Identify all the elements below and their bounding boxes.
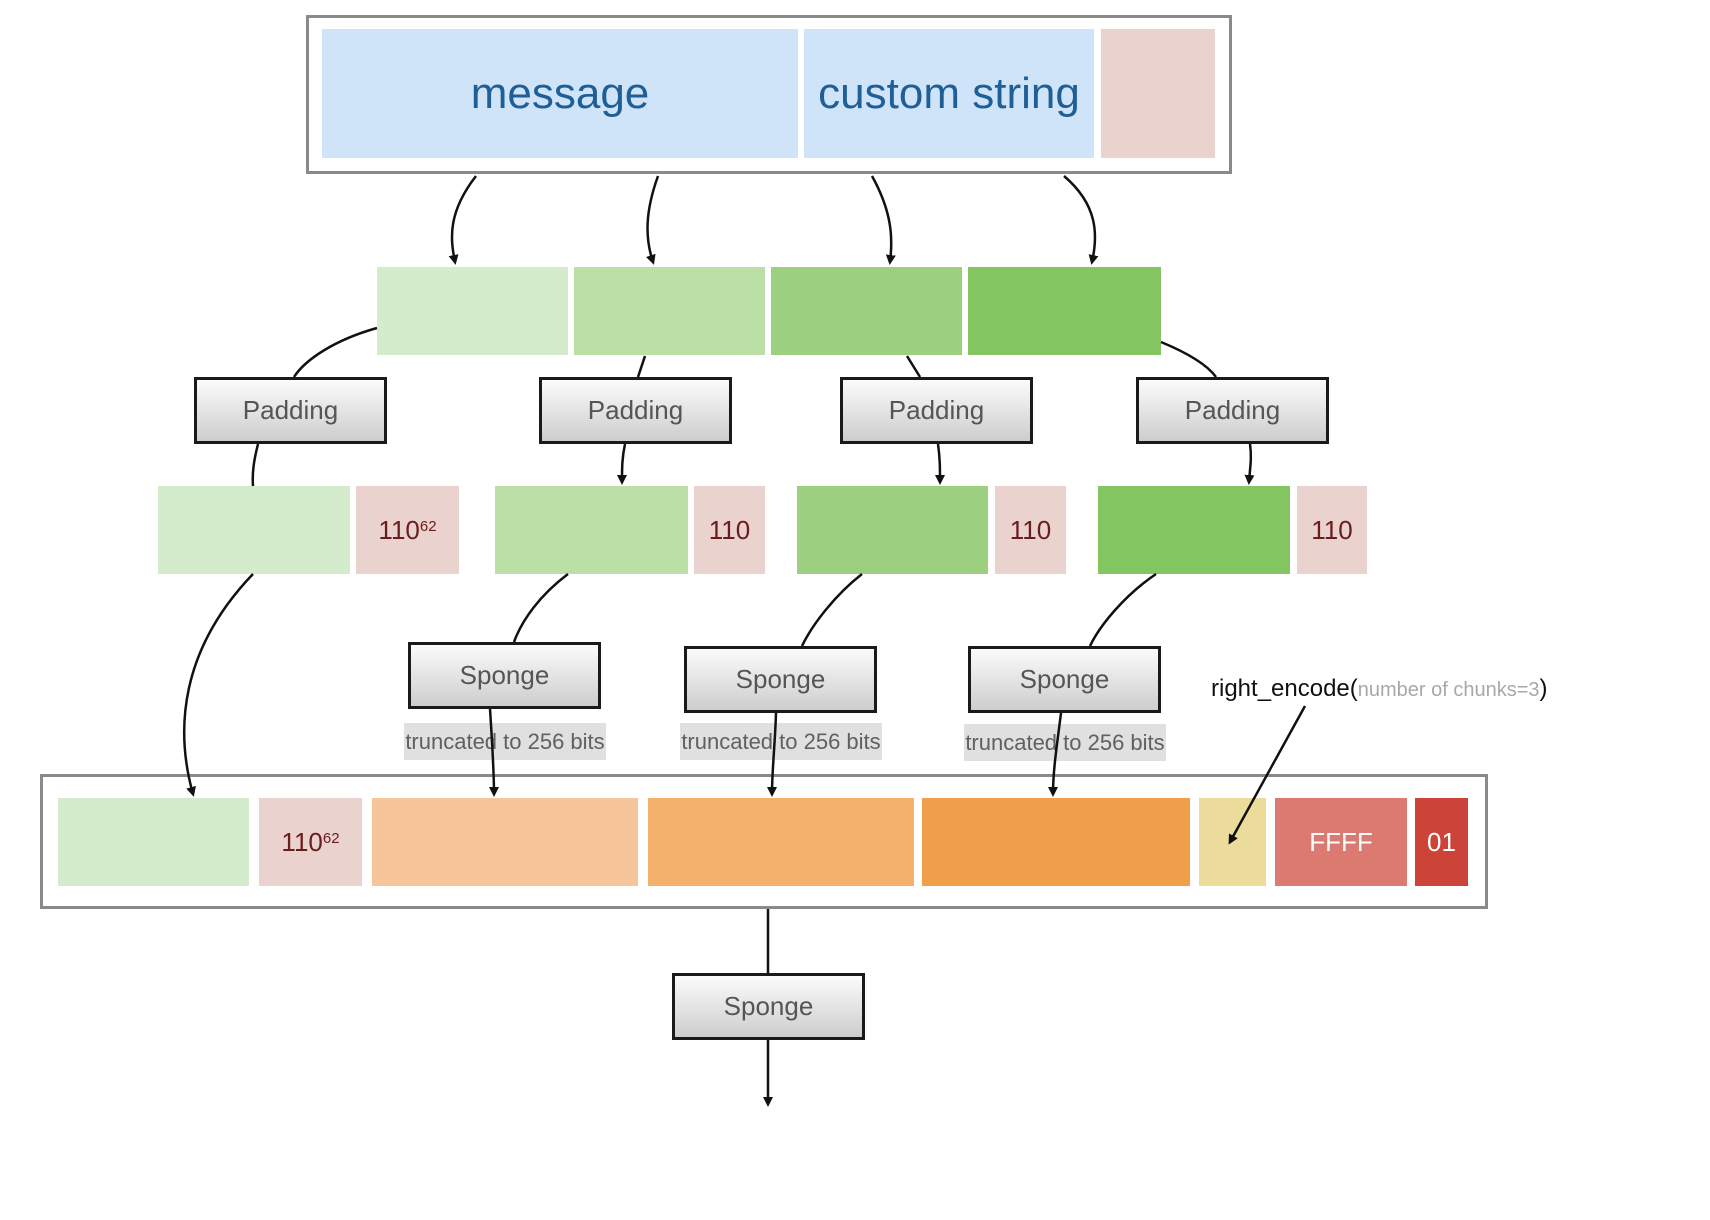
right-encode-close: ): [1539, 675, 1548, 702]
arrow-sponge-2-final: [767, 712, 778, 797]
arrow-sponge-3-final: [1048, 712, 1063, 797]
ffff-block: FFFF: [1275, 798, 1407, 886]
input-padding-block: [1101, 29, 1215, 158]
padding-label: Padding: [242, 395, 339, 425]
line-padded-3-sponge: [800, 573, 863, 647]
right-encode-func: right_encode(: [1211, 675, 1358, 702]
padding-label: Padding: [587, 395, 684, 425]
custom-string-block: custom string: [804, 29, 1094, 158]
ffff-label: FFFF: [1309, 826, 1373, 857]
arrow-input-chunk-2: [646, 175, 660, 265]
padded-chunk-3: [797, 486, 988, 574]
chunk-block-2: [574, 267, 765, 355]
hash-block-2: [648, 798, 914, 886]
arrow-padding-4-padded: [1244, 443, 1255, 485]
padding-box-4: Padding: [1136, 377, 1329, 444]
padding-box-1: Padding: [194, 377, 387, 444]
arrow-input-chunk-4: [1063, 175, 1099, 265]
truncated-label-3: truncated to 256 bits: [964, 724, 1166, 761]
right-encode-arg: number of chunks=3: [1357, 679, 1540, 701]
arrow-sponge-1-final: [488, 708, 499, 797]
line-padded-2-sponge: [512, 573, 569, 643]
padding-box-3: Padding: [840, 377, 1033, 444]
arrow-padding-2-padded: [617, 443, 628, 485]
custom-string-label: custom string: [818, 68, 1080, 118]
line-padded-4-sponge: [1088, 572, 1157, 647]
pad-bits-3: 110: [995, 486, 1066, 574]
pad-bits-4: 110: [1297, 486, 1367, 574]
sponge-box-3: Sponge: [968, 646, 1161, 713]
sponge-label: Sponge: [459, 660, 550, 690]
padding-box-2: Padding: [539, 377, 732, 444]
pad-bits-2: 110: [694, 486, 765, 574]
chunk-block-1: [377, 267, 568, 355]
suffix-block: 01: [1415, 798, 1468, 886]
truncated-text: truncated to 256 bits: [405, 728, 605, 754]
final-pad-exponent: 62: [322, 829, 340, 847]
line-chunk-4-padding: [1160, 340, 1218, 378]
sponge-label: Sponge: [723, 991, 814, 1021]
final-pad-base: 110: [281, 826, 323, 857]
arrow-input-chunk-1: [448, 175, 477, 265]
sponge-box-1: Sponge: [408, 642, 601, 709]
line-padding-1-padded: [251, 443, 260, 487]
pad-bits-value: 110: [1009, 514, 1052, 545]
line-chunk-2-padding: [636, 355, 647, 378]
arrow-right-encode: [1228, 705, 1307, 845]
pad-bits-value: 110: [1311, 514, 1353, 545]
pad-bits-base: 110: [378, 514, 420, 545]
truncated-text: truncated to 256 bits: [965, 729, 1165, 755]
sponge-label: Sponge: [735, 664, 826, 694]
final-sponge-box: Sponge: [672, 973, 865, 1040]
padding-label: Padding: [888, 395, 985, 425]
line-chunk-3-padding: [905, 355, 922, 378]
hash-block-3: [922, 798, 1190, 886]
arrow-padding-3-padded: [934, 443, 945, 485]
sponge-label: Sponge: [1019, 664, 1110, 694]
suffix-label: 01: [1427, 826, 1456, 857]
message-label: message: [470, 68, 650, 118]
truncated-text: truncated to 256 bits: [681, 728, 881, 754]
sponge-box-2: Sponge: [684, 646, 877, 713]
pad-bits-exponent: 62: [419, 517, 437, 535]
truncated-label-1: truncated to 256 bits: [404, 723, 606, 760]
padding-label: Padding: [1184, 395, 1281, 425]
padded-chunk-2: [495, 486, 688, 574]
chunk-block-4: [968, 267, 1161, 355]
arrow-padded-1-final: [182, 573, 254, 797]
hash-block-1: [372, 798, 638, 886]
right-encode-annotation: right_encode(number of chunks=3): [1211, 675, 1548, 703]
chunk-block-3: [771, 267, 962, 355]
pad-bits-value: 110: [708, 514, 751, 545]
arrow-input-chunk-3: [870, 175, 896, 265]
padded-chunk-1: [158, 486, 350, 574]
line-chunk-1-padding: [292, 326, 378, 378]
truncated-label-2: truncated to 256 bits: [680, 723, 882, 760]
padded-chunk-4: [1098, 486, 1290, 574]
message-block: message: [322, 29, 798, 158]
final-chunk-block: [58, 798, 249, 886]
